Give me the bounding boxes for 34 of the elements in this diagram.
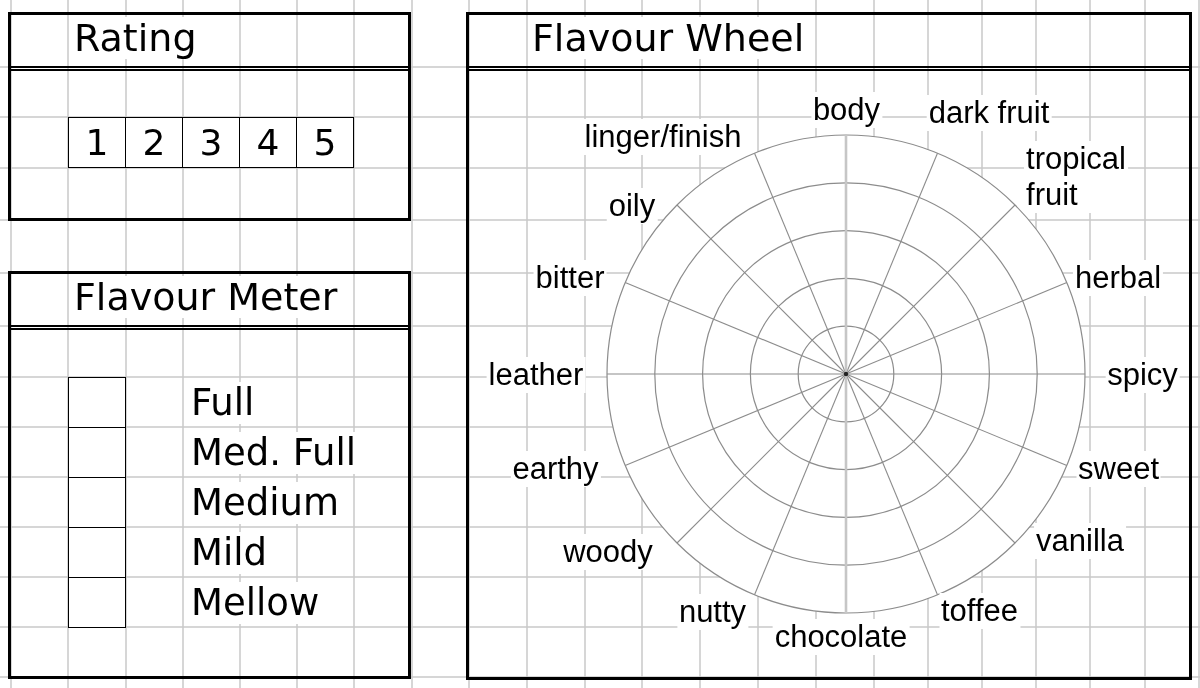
checkbox: [68, 427, 126, 478]
axis-label: sweet: [1076, 451, 1161, 487]
panel: [8, 271, 411, 679]
panel: [466, 12, 1192, 680]
option-label: Mellow: [191, 581, 320, 624]
axis-label: leather: [486, 357, 586, 393]
axis-label: earthy: [510, 451, 601, 487]
axis-label: woody: [561, 534, 655, 570]
rating-cell: 5: [296, 117, 354, 168]
axis-label: dark fruit: [926, 95, 1052, 131]
axis-label: body: [810, 92, 883, 128]
axis-label: oily: [606, 188, 658, 224]
panel-title: Rating: [74, 17, 197, 59]
axis-label: spicy: [1105, 357, 1180, 393]
option-label: Medium: [191, 481, 339, 524]
checkbox: [68, 527, 126, 578]
rating-cell: 1: [68, 117, 126, 168]
axis-label: vanilla: [1034, 523, 1126, 559]
option-label: Mild: [191, 531, 267, 574]
axis-label: chocolate: [772, 619, 910, 655]
rating-cell: 2: [125, 117, 183, 168]
axis-label: bitter: [533, 260, 607, 296]
axis-label: nutty: [676, 594, 749, 630]
axis-label: toffee: [939, 593, 1020, 629]
option-label: Med. Full: [191, 431, 356, 474]
checkbox: [68, 577, 126, 628]
axis-label: herbal: [1072, 260, 1164, 296]
panel: [8, 12, 411, 221]
checkbox: [68, 477, 126, 528]
rating-cell: 3: [182, 117, 240, 168]
axis-label: tropical fruit: [1024, 141, 1128, 213]
checkbox: [68, 377, 126, 428]
rating-cell: 4: [239, 117, 297, 168]
panel-title: Flavour Meter: [74, 276, 338, 318]
